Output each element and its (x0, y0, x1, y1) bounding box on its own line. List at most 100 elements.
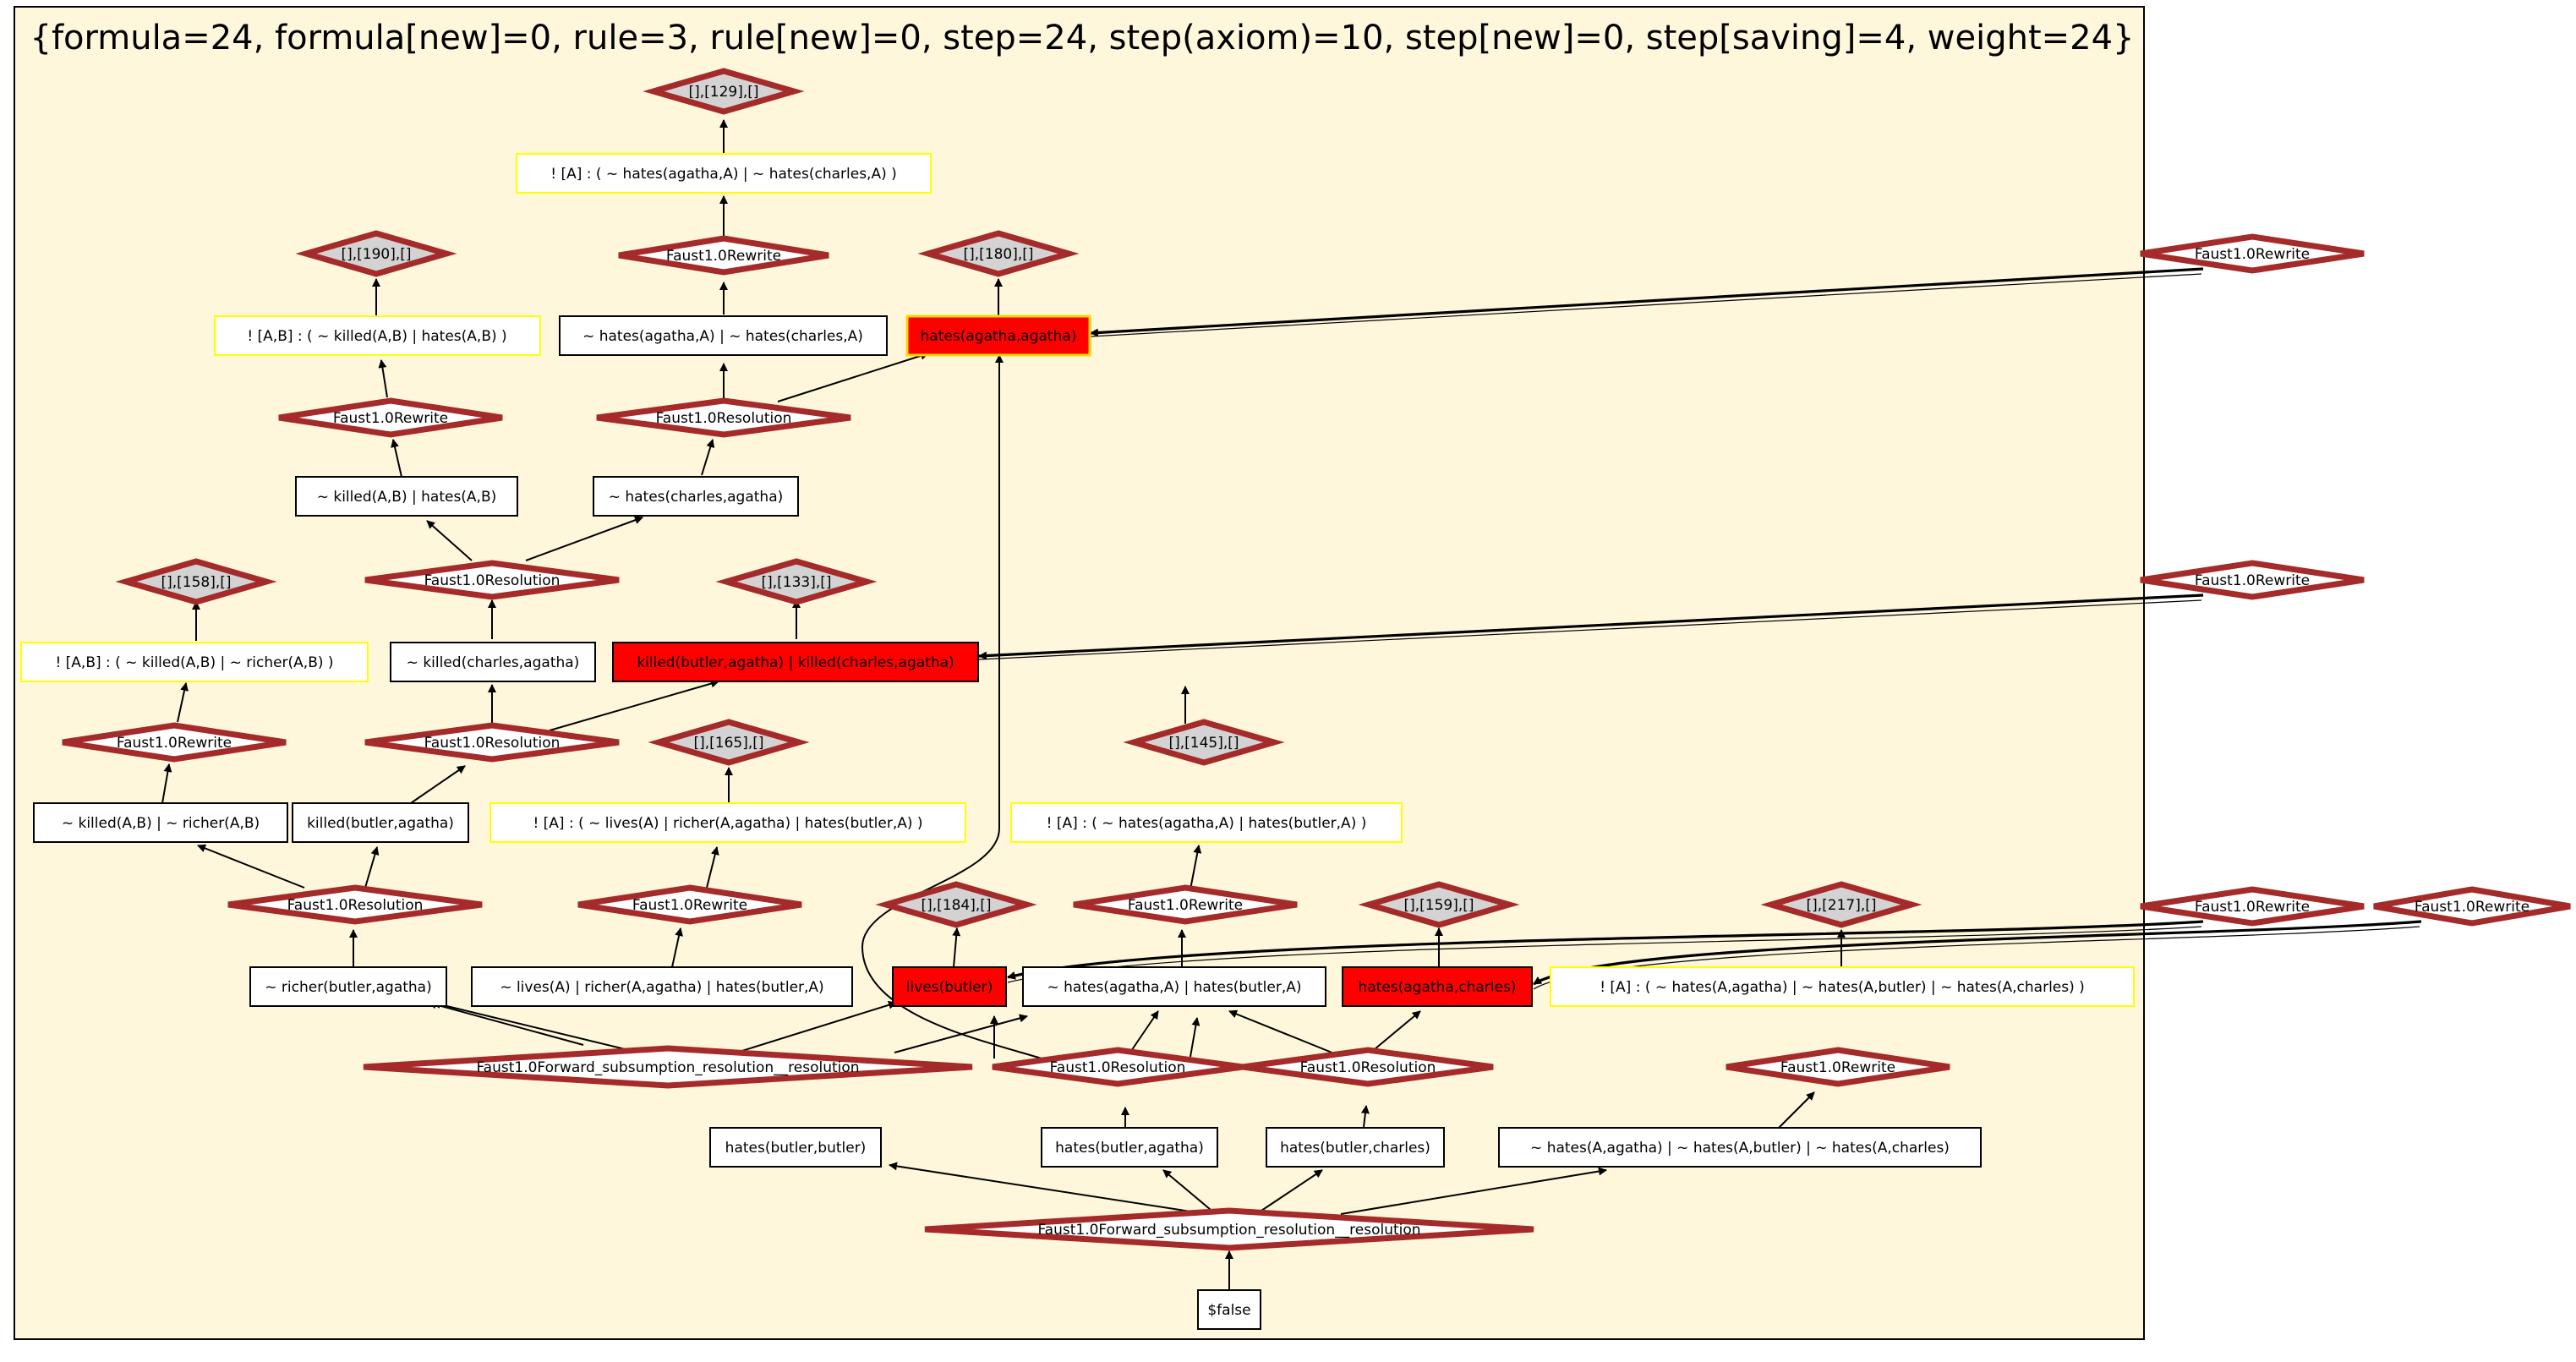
svg-text:~ killed(charles,agatha): ~ killed(charles,agatha) (407, 654, 580, 671)
label-node: [],[184],[] (875, 881, 1037, 928)
svg-text:hates(agatha,charles): hates(agatha,charles) (1359, 979, 1517, 996)
svg-text:~ lives(A) | richer(A,agatha): ~ lives(A) | richer(A,agatha) | hates(bu… (500, 979, 823, 996)
edge (701, 439, 715, 476)
formula-node: ! [A] : ( ~ lives(A) | richer(A,agatha) … (489, 802, 966, 843)
highlighted-clause: killed(butler,agatha) | killed(charles,a… (612, 642, 979, 682)
svg-text:Faust1.0Rewrite: Faust1.0Rewrite (2195, 246, 2310, 263)
label-node: [],[190],[] (295, 230, 457, 277)
svg-text:~ hates(agatha,A) | ~ hates(c: ~ hates(agatha,A) | ~ hates(charles,A) (582, 328, 863, 345)
edge (861, 354, 1042, 1059)
clause-node: hates(butler,agatha) (1041, 1127, 1218, 1168)
formula-node: ! [A] : ( ~ hates(A,agatha) | ~ hates(A,… (1550, 966, 2135, 1007)
resolution-step: Faust1.0Resolution (596, 397, 851, 438)
edge (889, 1162, 1208, 1215)
svg-text:! [A] : ( ~ hates(agatha,A): ! [A] : ( ~ hates(agatha,A) | hates(butl… (1047, 815, 1367, 832)
svg-text:Faust1.0Rewrite: Faust1.0Rewrite (1128, 897, 1243, 914)
clause-node: ~ richer(butler,agatha) (249, 966, 447, 1007)
edge (1340, 1167, 1607, 1215)
svg-text:[],[180],[]: [],[180],[] (963, 246, 1033, 263)
clause-node: ~ hates(A,agatha) | ~ hates(A,butler) | … (1498, 1127, 1982, 1168)
rewrite-step: Faust1.0Rewrite (2140, 886, 2365, 927)
svg-text:Faust1.0Forward_subsumption_re: Faust1.0Forward_subsumption_resolution__… (476, 1059, 859, 1076)
svg-text:hates(butler,charles): hates(butler,charles) (1280, 1140, 1430, 1157)
svg-text:Faust1.0Resolution: Faust1.0Resolution (1300, 1059, 1436, 1076)
svg-text:Faust1.0Resolution: Faust1.0Resolution (424, 572, 561, 589)
svg-text:Faust1.0Forward_subsumption_re: Faust1.0Forward_subsumption_resolution__… (1037, 1222, 1420, 1239)
svg-text:[],[158],[]: [],[158],[] (161, 574, 231, 591)
svg-text:Faust1.0Resolution: Faust1.0Resolution (656, 410, 792, 427)
edge (1129, 1010, 1159, 1054)
formula-node: ! [A] : ( ~ hates(agatha,A) | hates(butl… (1010, 802, 1403, 843)
svg-text:[],[165],[]: [],[165],[] (693, 735, 763, 752)
label-node: [],[165],[] (648, 719, 810, 766)
svg-text:Faust1.0Resolution: Faust1.0Resolution (1050, 1059, 1186, 1076)
svg-text:$false: $false (1207, 1302, 1250, 1319)
svg-text:hates(agatha,agatha): hates(agatha,agatha) (921, 328, 1077, 345)
edge (1090, 267, 2204, 337)
rewrite-step: Faust1.0Rewrite (618, 235, 829, 276)
edge (978, 599, 2202, 660)
edge (1255, 1169, 1323, 1215)
clause-node: ~ hates(agatha,A) | hates(butler,A) (1022, 966, 1326, 1007)
highlighted-clause: lives(butler) (892, 966, 1007, 1007)
svg-text:[],[145],[]: [],[145],[] (1168, 735, 1239, 752)
clause-node: ~ hates(agatha,A) | ~ hates(charles,A) (559, 315, 888, 356)
edge (1228, 1009, 1335, 1054)
rewrite-step: Faust1.0Rewrite (2140, 560, 2365, 600)
edge (364, 846, 380, 889)
edge (432, 1000, 643, 1054)
svg-text:Faust1.0Rewrite: Faust1.0Rewrite (666, 248, 781, 265)
label-node: [],[217],[] (1760, 881, 1922, 928)
svg-text:Faust1.0Rewrite: Faust1.0Rewrite (2195, 899, 2310, 916)
edge (197, 844, 305, 889)
svg-text:! [A] : ( ~ hates(A,agatha): ! [A] : ( ~ hates(A,agatha) | ~ hates(A,… (1600, 979, 2085, 996)
highlighted-clause: hates(agatha,agatha) (905, 315, 1091, 357)
svg-text:~ killed(A,B) | ~ richer(A,B): ~ killed(A,B) | ~ richer(A,B) (62, 815, 260, 832)
svg-text:! [A] : ( ~ hates(agatha,A): ! [A] : ( ~ hates(agatha,A) | ~ hates(ch… (550, 166, 897, 183)
edge (549, 679, 719, 731)
rewrite-step: Faust1.0Rewrite (62, 722, 287, 763)
formula-node: ! [A] : ( ~ hates(agatha,A) | ~ hates(ch… (516, 153, 932, 194)
rewrite-step: Faust1.0Rewrite (2140, 233, 2365, 274)
clause-node: killed(butler,agatha) (292, 802, 469, 843)
svg-text:hates(butler,butler): hates(butler,butler) (725, 1140, 867, 1157)
svg-text:Faust1.0Resolution: Faust1.0Resolution (287, 897, 424, 914)
svg-text:[],[129],[]: [],[129],[] (688, 84, 758, 101)
svg-text:Faust1.0Rewrite: Faust1.0Rewrite (2415, 899, 2530, 916)
edge (525, 516, 643, 561)
formula-node: ! [A,B] : ( ~ killed(A,B) | ~ richer(A,B… (20, 642, 369, 682)
rewrite-step: Faust1.0Rewrite (577, 884, 802, 925)
edge (1007, 926, 2202, 983)
edge (407, 765, 466, 806)
edge (1190, 1017, 1200, 1058)
svg-text:[],[184],[]: [],[184],[] (921, 897, 991, 914)
svg-text:[],[159],[]: [],[159],[] (1403, 897, 1474, 914)
rewrite-step: Faust1.0Rewrite (1073, 884, 1298, 925)
highlighted-clause: hates(agatha,charles) (1342, 966, 1533, 1007)
edge (671, 927, 683, 968)
rewrite-step: Faust1.0Rewrite (1726, 1047, 1950, 1087)
svg-text:[],[217],[]: [],[217],[] (1806, 897, 1876, 914)
clause-node: ~ killed(A,B) | ~ richer(A,B) (33, 802, 288, 843)
rewrite-step: Faust1.0Rewrite (278, 397, 503, 438)
rewrite-step: Faust1.0Rewrite (2373, 886, 2571, 927)
svg-text:hates(butler,agatha): hates(butler,agatha) (1055, 1140, 1204, 1157)
edge (378, 359, 388, 398)
svg-text:~ hates(charles,agatha): ~ hates(charles,agatha) (609, 489, 784, 506)
forward-subsumption-step: Faust1.0Forward_subsumption_resolution__… (924, 1207, 1534, 1251)
edge (1162, 1169, 1217, 1215)
edge (706, 846, 719, 889)
svg-text:~ killed(A,B) | hates(A,B): ~ killed(A,B) | hates(A,B) (317, 489, 497, 506)
svg-text:~ richer(butler,agatha): ~ richer(butler,agatha) (265, 979, 431, 996)
edge (1090, 273, 2202, 337)
resolution-step: Faust1.0Resolution (364, 722, 620, 763)
svg-text:Faust1.0Rewrite: Faust1.0Rewrite (117, 735, 232, 752)
label-node: [],[159],[] (1358, 881, 1520, 928)
edges (161, 119, 2422, 1290)
edge (1369, 1010, 1421, 1054)
svg-text:Faust1.0Resolution: Faust1.0Resolution (424, 735, 561, 752)
svg-text:[],[190],[]: [],[190],[] (341, 246, 411, 263)
svg-text:Faust1.0Rewrite: Faust1.0Rewrite (2195, 572, 2310, 589)
edge (428, 1000, 584, 1046)
edge (733, 1000, 897, 1054)
